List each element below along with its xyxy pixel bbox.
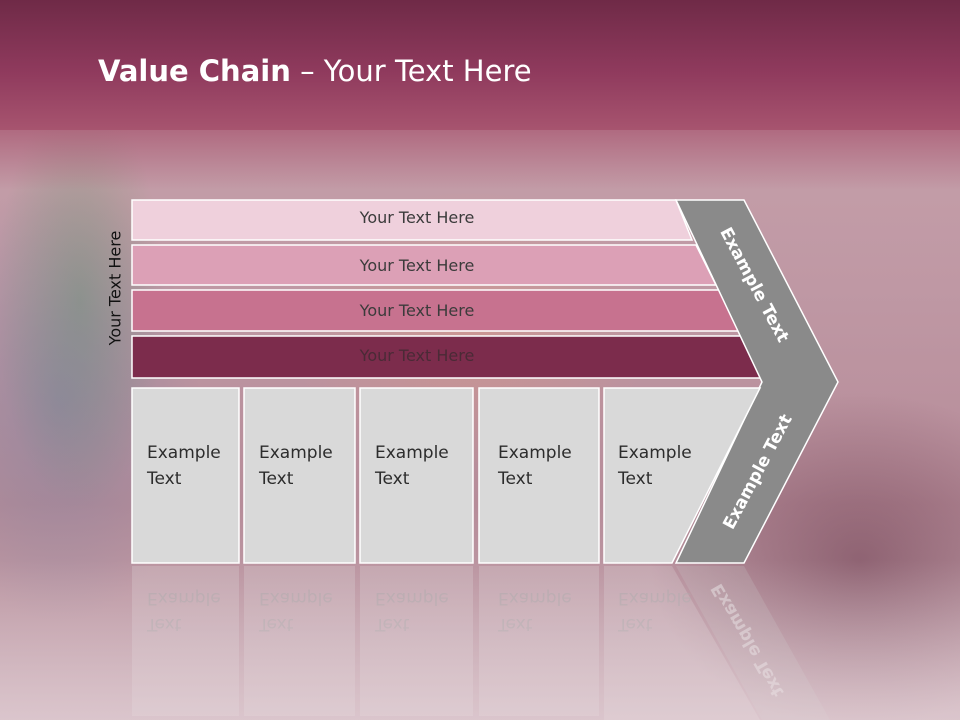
title-bar xyxy=(0,0,960,130)
bottom-fade xyxy=(0,560,960,720)
title-bold: Value Chain xyxy=(98,54,291,88)
activity-box-4 xyxy=(478,387,600,564)
band-2-label: Your Text Here xyxy=(359,256,475,275)
band-3-label: Your Text Here xyxy=(359,301,475,320)
activity-box-3 xyxy=(359,387,474,564)
slide-title: Value Chain – Your Text Here xyxy=(98,54,532,88)
title-rest: – Your Text Here xyxy=(290,54,532,88)
band-1 xyxy=(131,199,694,241)
activity-box-2 xyxy=(243,387,356,564)
title-bar-fade xyxy=(0,130,960,190)
band-1-label: Your Text Here xyxy=(359,208,475,227)
band-4-label: Your Text Here xyxy=(359,346,475,365)
